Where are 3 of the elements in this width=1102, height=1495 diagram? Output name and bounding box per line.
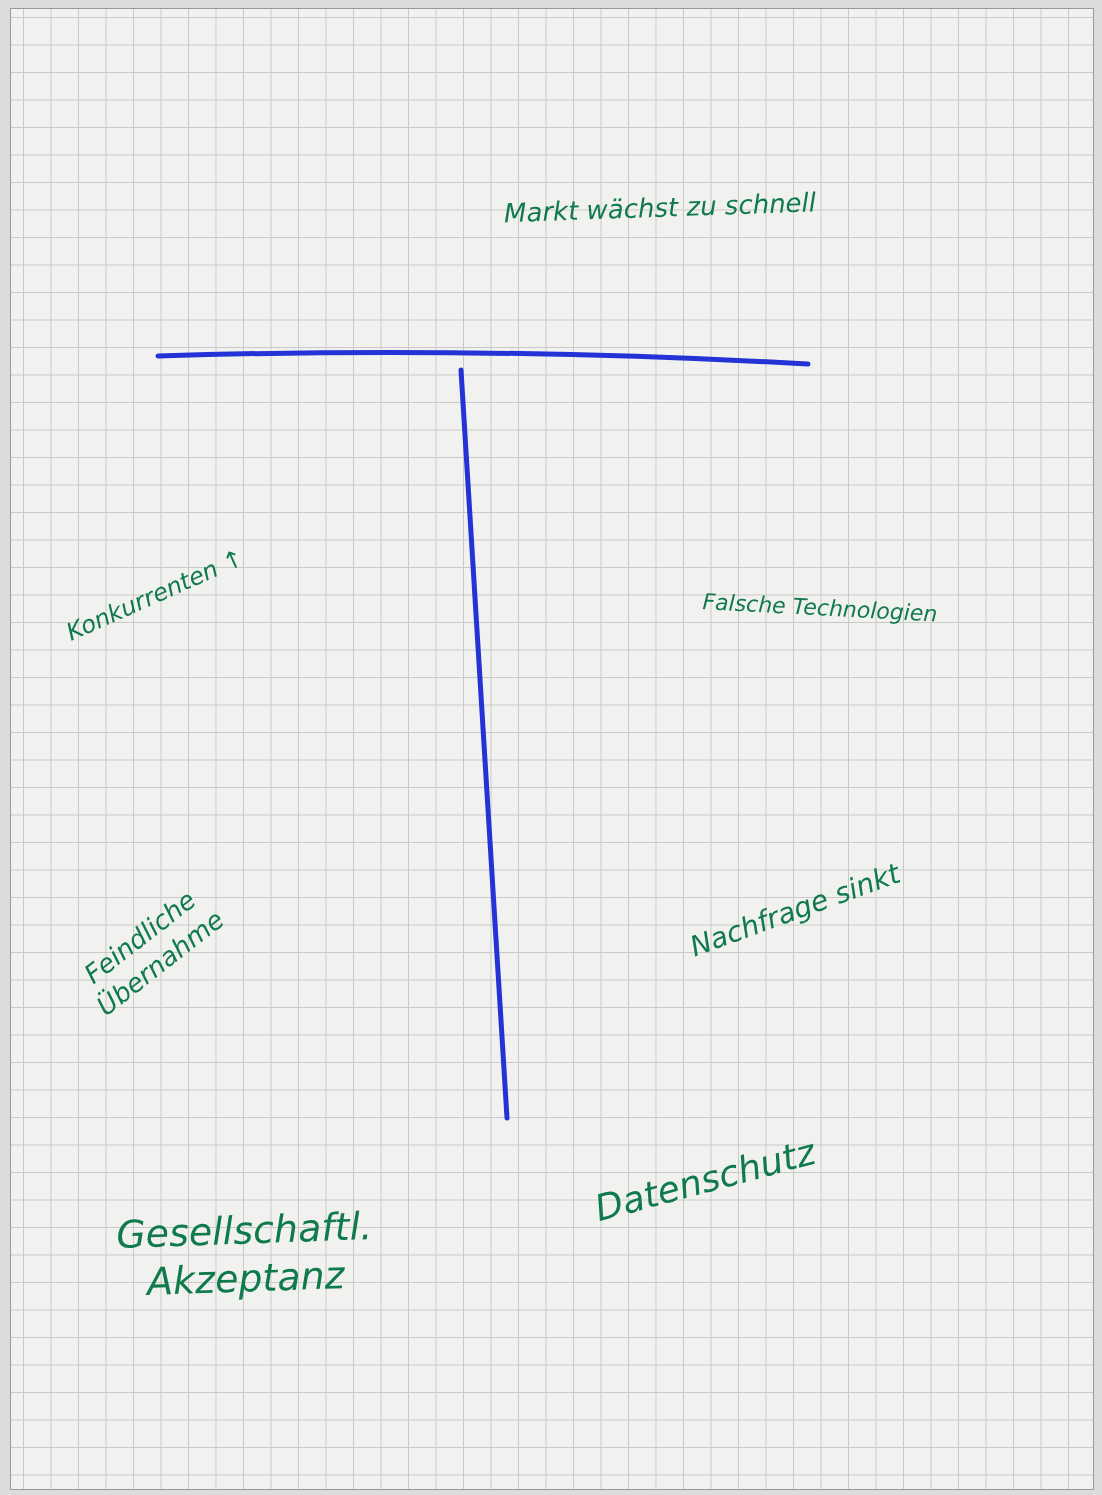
handwritten-note: Markt wächst zu schnell bbox=[502, 186, 818, 231]
handwritten-note: Gesellschaftl. Akzeptanz bbox=[114, 1203, 374, 1306]
handwritten-note: Falsche Technologien bbox=[700, 588, 940, 629]
